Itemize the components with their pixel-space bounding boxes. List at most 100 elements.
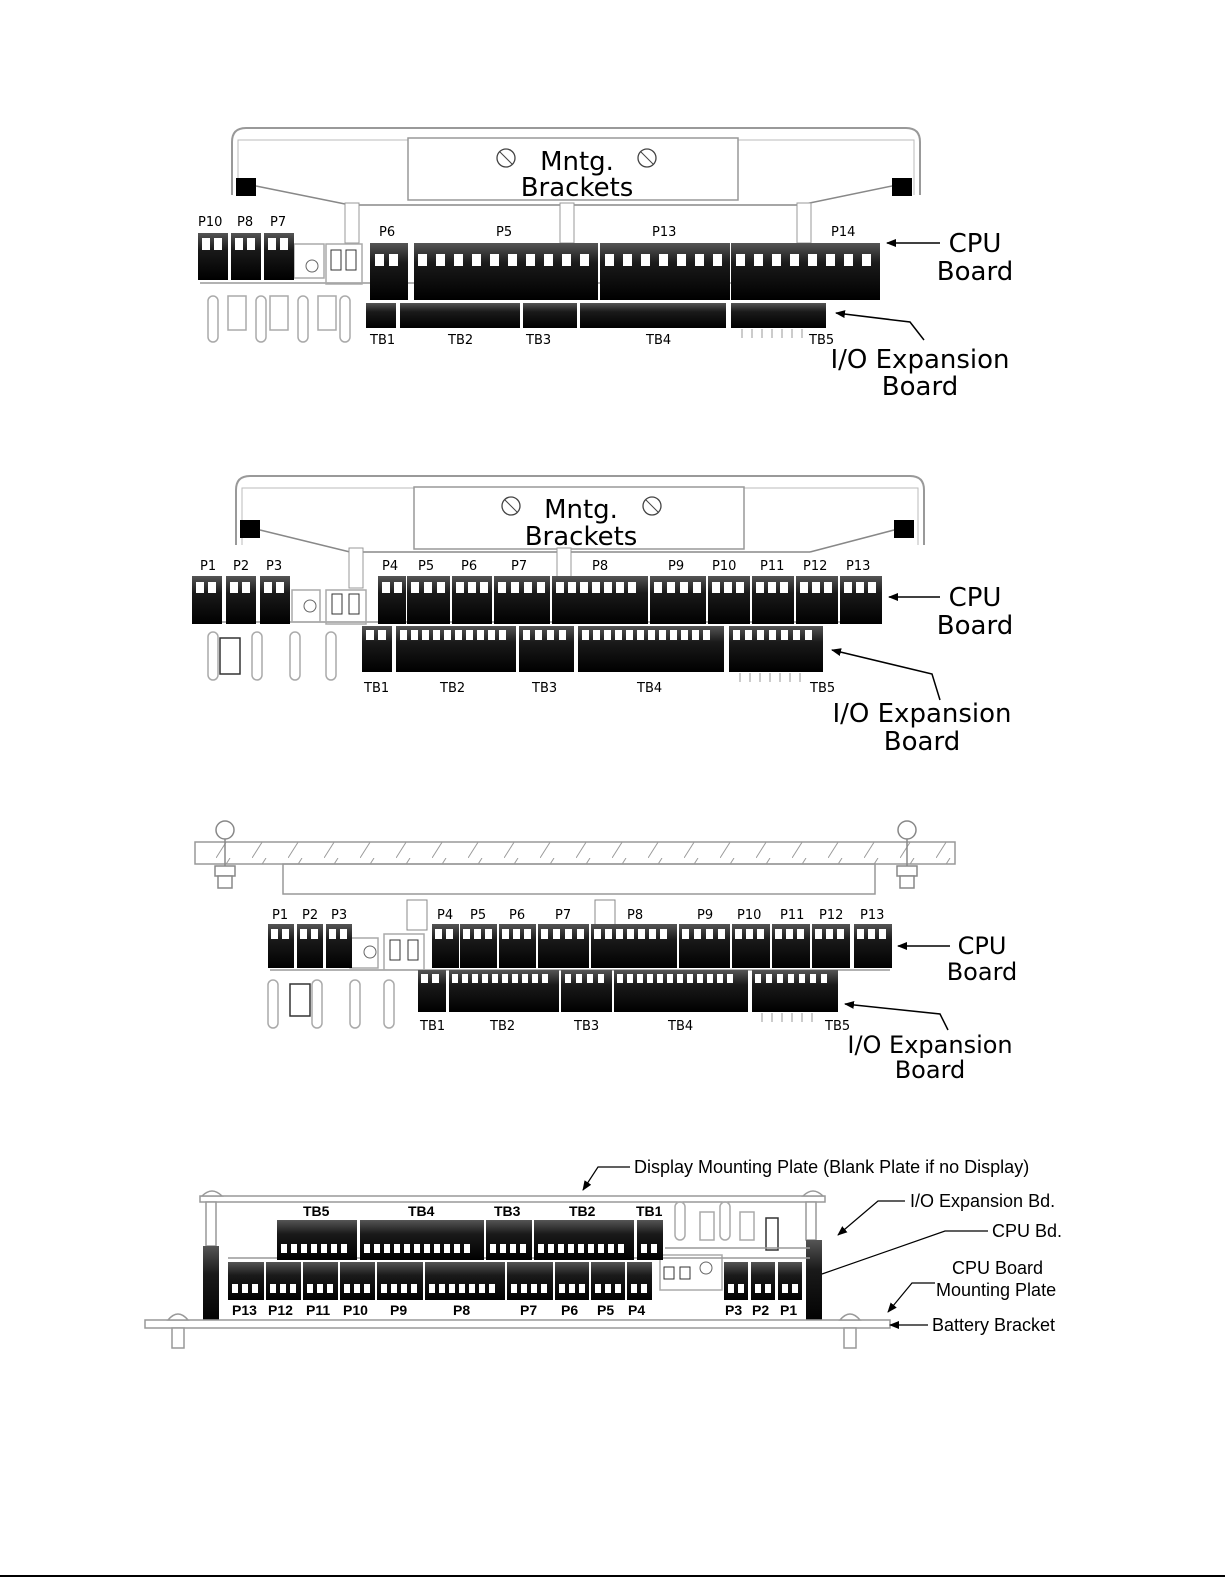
p11-connector [303, 1262, 338, 1300]
cpu-plate-callout-line2: Mounting Plate [936, 1280, 1056, 1300]
label-p4: P4 [628, 1302, 645, 1318]
label-p14: P14 [831, 225, 855, 240]
label-p1: P1 [200, 559, 216, 574]
label-p8: P8 [237, 215, 253, 230]
label-p2: P2 [302, 908, 318, 923]
label-tb5: TB5 [303, 1203, 330, 1219]
label-tb2: TB2 [569, 1203, 596, 1219]
label-p2: P2 [752, 1302, 769, 1318]
label-p7: P7 [511, 559, 527, 574]
battery-bracket-callout: Battery Bracket [932, 1315, 1055, 1335]
label-tb1: TB1 [636, 1203, 663, 1219]
p3-connector [724, 1262, 748, 1300]
tb4-connector [580, 303, 726, 328]
label-p10: P10 [737, 908, 761, 923]
label-p12: P12 [268, 1302, 293, 1318]
label-tb1: TB1 [369, 333, 395, 348]
p6-connector [555, 1262, 589, 1300]
cpu-board-label-line1-2: CPU [949, 583, 1002, 613]
label-tb2: TB2 [447, 333, 473, 348]
cpu-board-label-line1: CPU [949, 229, 1002, 259]
label-p10: P10 [198, 215, 222, 230]
io-board-label-line2-3: Board [895, 1056, 966, 1084]
p6-connector [370, 243, 408, 300]
label-tb1: TB1 [363, 681, 389, 696]
io-board-label-line1-2: I/O Expansion [832, 699, 1011, 729]
p7-connector [507, 1262, 553, 1300]
label-p13: P13 [860, 908, 884, 923]
label-tb4: TB4 [636, 681, 662, 696]
label-p11: P11 [780, 908, 804, 923]
label-p5: P5 [418, 559, 434, 574]
label-p8: P8 [627, 908, 643, 923]
mntg-title: Mntg. [540, 147, 614, 177]
label-p5: P5 [496, 225, 512, 240]
label-p13: P13 [846, 559, 870, 574]
io-board-label-line2-2: Board [884, 727, 960, 757]
p10-connector [340, 1262, 375, 1300]
cpu-board-label-line2-3: Board [947, 958, 1018, 986]
label-p13: P13 [652, 225, 676, 240]
p12-connector [266, 1262, 301, 1300]
page-bottom-rule [0, 1575, 1225, 1577]
cpu-bd-callout: CPU Bd. [992, 1221, 1062, 1241]
diagram-3: P1 P2 P3 P4 P5 P6 P7 P8 P9 P10 P11 P12 P… [194, 820, 1018, 1084]
label-p6: P6 [561, 1302, 578, 1318]
label-tb3: TB3 [531, 681, 557, 696]
display-plate-callout: Display Mounting Plate (Blank Plate if n… [634, 1157, 1029, 1177]
label-p3: P3 [725, 1302, 742, 1318]
label-p10: P10 [712, 559, 736, 574]
p4-connector [627, 1262, 652, 1300]
io-bd-callout: I/O Expansion Bd. [910, 1191, 1055, 1211]
label-p13: P13 [232, 1302, 257, 1318]
label-tb3: TB3 [525, 333, 551, 348]
mntg-title-2: Mntg. [544, 495, 618, 525]
label-p1: P1 [272, 908, 288, 923]
tb3-connector [523, 303, 577, 328]
label-p3: P3 [266, 559, 282, 574]
p5-connector [414, 243, 598, 300]
cpu-board-label-line2-2: Board [937, 611, 1013, 641]
p14-connector [731, 243, 880, 300]
tb5-connector [277, 1220, 357, 1260]
tb4-connector [360, 1220, 484, 1260]
tb1-connector [366, 303, 396, 328]
label-tb2: TB2 [439, 681, 465, 696]
label-tb3: TB3 [494, 1203, 521, 1219]
p2-connector [751, 1262, 775, 1300]
label-tb5: TB5 [824, 1019, 850, 1034]
p13-connector [228, 1262, 264, 1300]
label-p6: P6 [509, 908, 525, 923]
label-tb5: TB5 [809, 681, 835, 696]
label-p6: P6 [461, 559, 477, 574]
cpu-plate-callout-line1: CPU Board [952, 1258, 1043, 1278]
label-tb5: TB5 [808, 333, 834, 348]
label-p8: P8 [592, 559, 608, 574]
label-p11: P11 [760, 559, 784, 574]
p1-connector [778, 1262, 802, 1300]
label-tb2: TB2 [489, 1019, 515, 1034]
label-tb4: TB4 [408, 1203, 435, 1219]
label-p7: P7 [555, 908, 571, 923]
tb2-connector [534, 1220, 634, 1260]
label-p4: P4 [382, 559, 398, 574]
cpu-board-label-line1-3: CPU [958, 932, 1007, 960]
brackets-title-2: Brackets [525, 522, 638, 552]
label-p12: P12 [803, 559, 827, 574]
io-board-label-line1-3: I/O Expansion [847, 1031, 1012, 1059]
io-board-label-line2: Board [882, 372, 958, 402]
label-p6: P6 [379, 225, 395, 240]
diagram-4: TB5 TB4 TB3 TB2 TB1 P13 P12 P11 P10 P9 P… [144, 1157, 1062, 1349]
label-p7: P7 [270, 215, 286, 230]
p5-connector [591, 1262, 625, 1300]
tb5-connector [731, 303, 826, 328]
label-p5: P5 [470, 908, 486, 923]
label-p5: P5 [597, 1302, 614, 1318]
label-tb4: TB4 [645, 333, 671, 348]
label-p11: P11 [306, 1302, 330, 1318]
diagram-2: Mntg. Brackets [192, 475, 1013, 757]
label-tb3: TB3 [573, 1019, 599, 1034]
label-p2: P2 [233, 559, 249, 574]
label-p9: P9 [668, 559, 684, 574]
